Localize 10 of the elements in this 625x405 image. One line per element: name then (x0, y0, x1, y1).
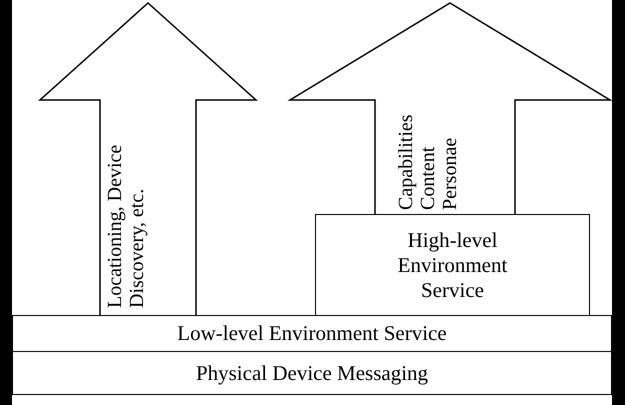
pointer-shape (290, 3, 610, 216)
shape-label: Locationing, Device Discovery, etc. (104, 144, 148, 308)
layer-label: Physical Device Messaging (196, 360, 428, 386)
layer-box (12, 315, 612, 352)
layer-label: Low-level Environment Service (177, 321, 447, 346)
layer-label: High-level Environment Service (396, 228, 508, 302)
shape-label: Capabilities Content Personae (395, 113, 461, 210)
layer-box (315, 214, 590, 316)
pointer-shape (40, 3, 256, 316)
layer-box (12, 351, 612, 395)
